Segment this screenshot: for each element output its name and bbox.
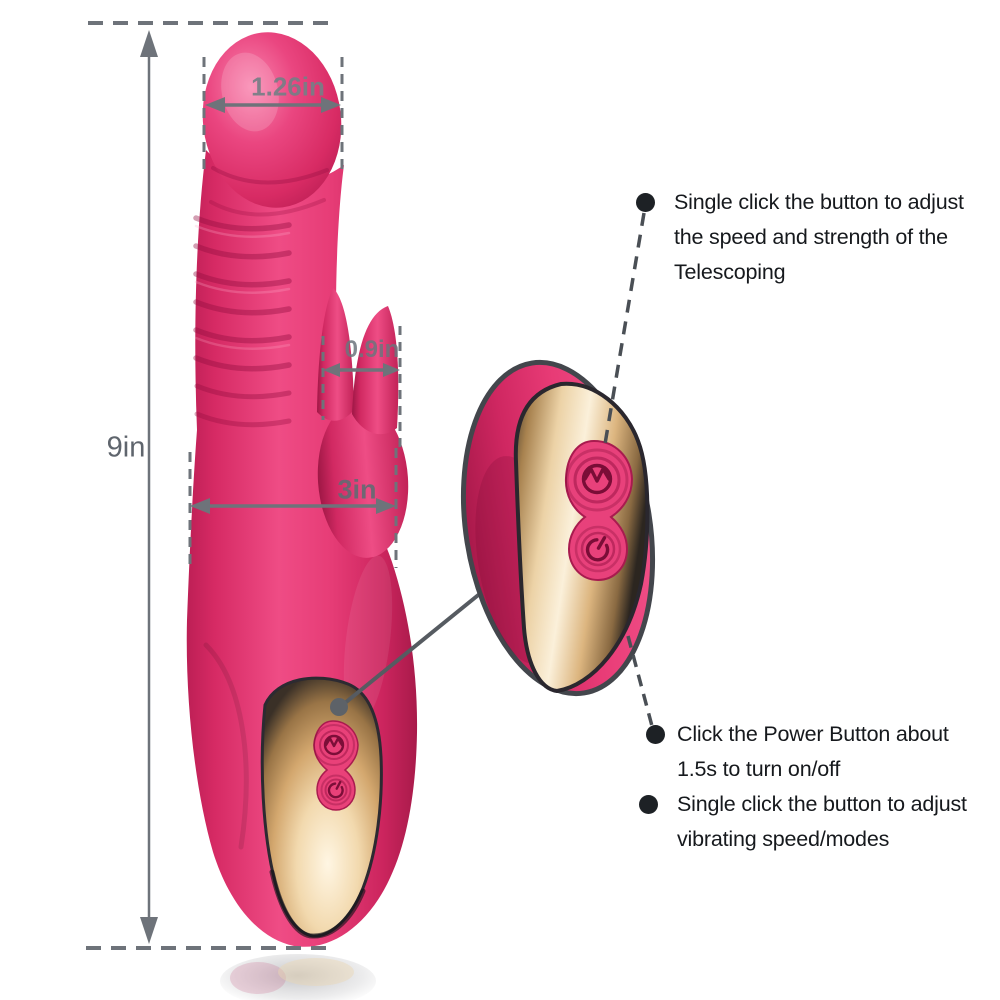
device-tip: [202, 32, 342, 217]
power-icon: [327, 780, 344, 799]
panel-dark-rim: [269, 869, 366, 939]
tip-width-dimension-label: 1.26in: [251, 71, 325, 102]
annotation-vibration: Single click the button to adjust vibrat…: [677, 787, 967, 857]
magnifier-anchor-dot: [330, 698, 348, 716]
magnifier-connector-line: [338, 590, 484, 709]
annotation-line: Click the Power Button about: [677, 722, 949, 746]
callout-line-telescoping: [602, 212, 646, 451]
bullet-icon: [639, 795, 658, 814]
bullet-icon: [646, 725, 665, 744]
vibration-wave-icon: [323, 734, 345, 756]
arrow-right: [376, 498, 396, 514]
annotation-line: Single click the button to adjust: [674, 190, 964, 214]
shaft-ribs: [193, 215, 292, 428]
magnified-power-icon: [585, 536, 610, 562]
annotation-line: Telescoping: [674, 260, 786, 284]
bullet-icon: [636, 193, 655, 212]
arrow-up: [140, 30, 158, 57]
device: [186, 32, 418, 947]
arrow-down: [140, 917, 158, 944]
magnified-buttons: [564, 439, 634, 582]
floor-reflection: [220, 954, 376, 1000]
annotation-line: 1.5s to turn on/off: [677, 757, 841, 781]
callout-line-power: [626, 635, 654, 727]
handle-indent: [203, 642, 249, 850]
length-dimension-label: 9in: [106, 431, 146, 464]
annotation-telescoping: Single click the button to adjust the sp…: [674, 185, 964, 290]
magnifier-circle: [460, 359, 656, 697]
arrow-left: [190, 498, 210, 514]
annotation-line: Single click the button to adjust: [677, 792, 967, 816]
ear-width-dimension-label: 0.9in: [344, 336, 400, 363]
annotation-line: the speed and strength of the: [674, 225, 948, 249]
annotation-line: vibrating speed/modes: [677, 827, 890, 851]
dimension-lines: [86, 21, 402, 950]
body-width-dimension-label: 3in: [337, 474, 377, 505]
arrow-left: [323, 363, 340, 377]
arrow-right: [383, 363, 400, 377]
device-buttons: [313, 720, 359, 811]
rabbit-ear-front: [317, 288, 354, 421]
arrow-left: [205, 97, 225, 113]
annotation-power: Click the Power Button about 1.5s to tur…: [677, 717, 949, 787]
arrow-right: [321, 97, 341, 113]
magnified-vibration-wave-icon: [581, 463, 613, 495]
